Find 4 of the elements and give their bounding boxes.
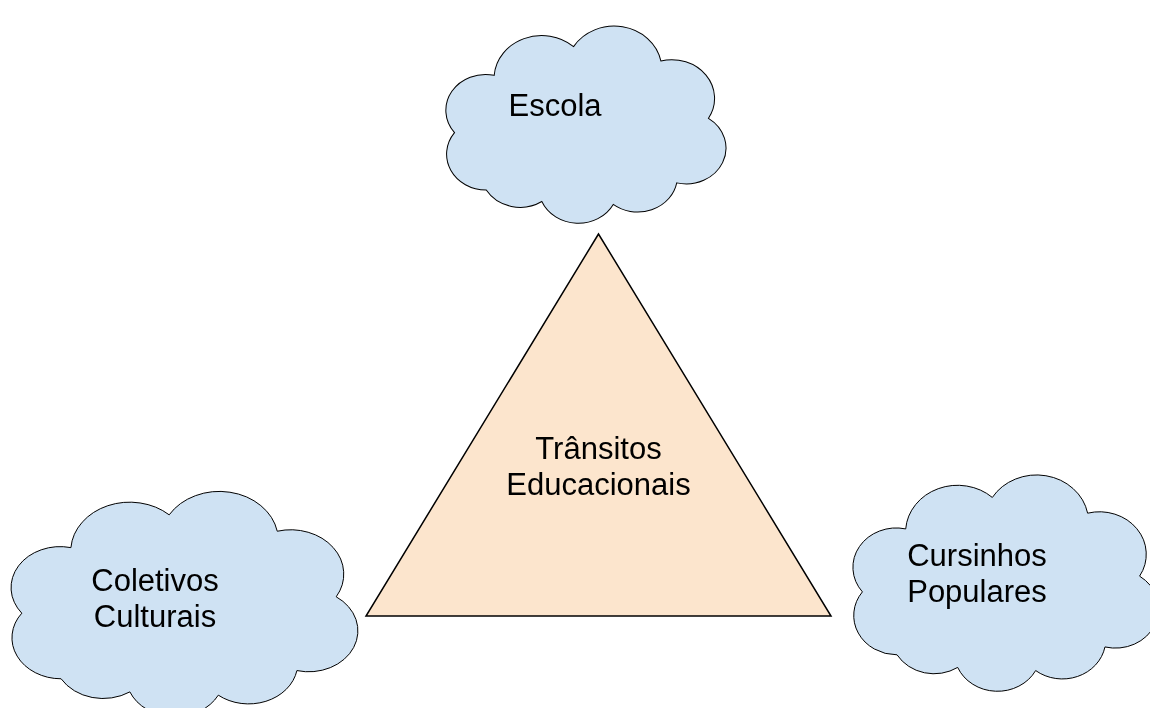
node-label: Trânsitos Educacionais [505,431,692,503]
node-label: Coletivos Culturais [90,563,220,635]
node-label: Escola [507,88,603,124]
node-label: Cursinhos Populares [906,538,1048,610]
